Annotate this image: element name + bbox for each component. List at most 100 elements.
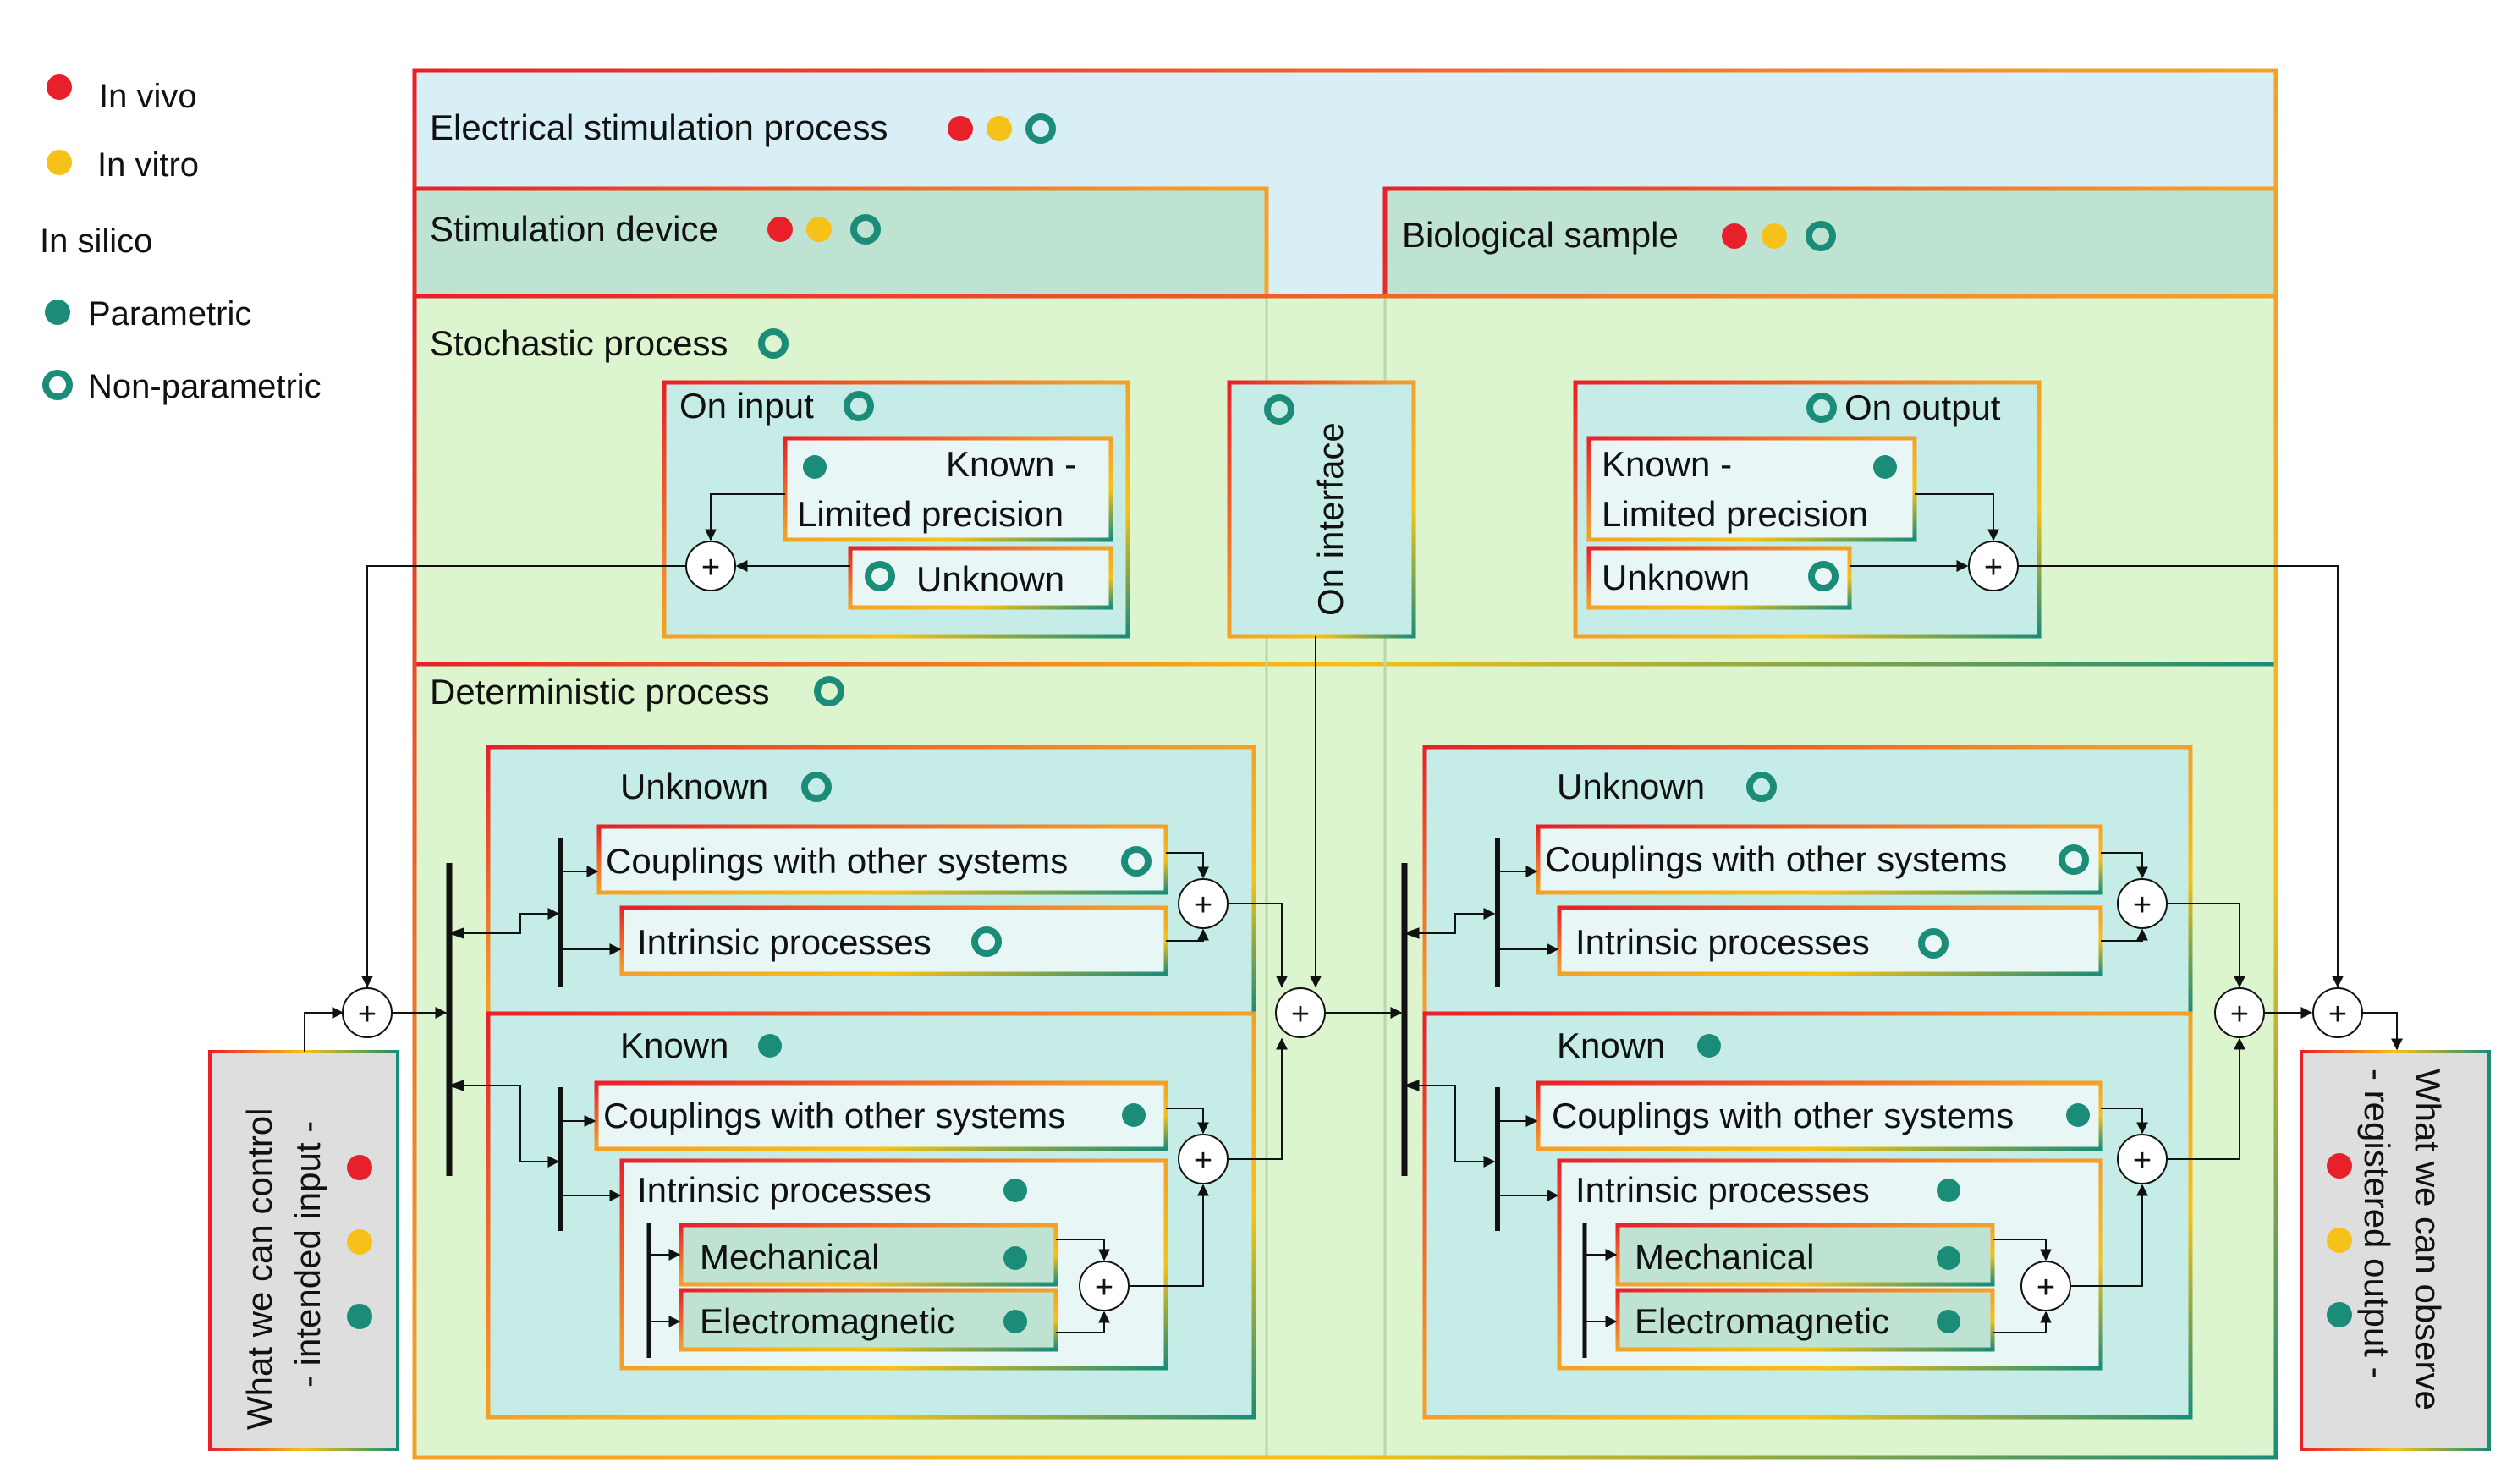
electrical-stimulation-title: Electrical stimulation process [430, 107, 888, 147]
device-known-title: Known [620, 1025, 728, 1065]
teal-dot-icon [1697, 1034, 1721, 1058]
teal-ring-icon [971, 926, 1002, 957]
teal-dot-icon [347, 1304, 372, 1329]
sample-known-title: Known [1557, 1025, 1665, 1065]
stochastic-process-title: Stochastic process [430, 323, 728, 363]
legend-in-silico: In silico [40, 223, 152, 260]
sample-electromagnetic-box [1615, 1288, 1995, 1352]
input-known-line1: Known - [946, 444, 1076, 484]
teal-dot-icon [2066, 1103, 2090, 1127]
non-parametric-ring-icon [42, 370, 73, 400]
yellow-dot-icon [1762, 223, 1787, 249]
teal-ring-icon [844, 391, 874, 421]
red-dot-icon [347, 1155, 372, 1180]
teal-ring-icon [1264, 394, 1294, 425]
in-vitro-dot-icon [47, 150, 72, 175]
device-mechanical-box [679, 1223, 1058, 1287]
sample-known-intrinsic-label: Intrinsic processes [1575, 1170, 1870, 1210]
intended-input-line1: What we can control [239, 1108, 279, 1430]
teal-ring-icon [1746, 772, 1777, 802]
sample-branch-bars [1401, 838, 1618, 1358]
sum-plus: + [2133, 888, 2152, 923]
teal-dot-icon [1122, 1103, 1146, 1127]
stimulation-device-title: Stimulation device [430, 209, 718, 249]
sum-plus: + [701, 550, 720, 585]
sample-unknown-couplings-box [1536, 824, 2103, 895]
sum-plus: + [1194, 1143, 1212, 1179]
teal-ring-icon [1806, 393, 1837, 423]
process-frame [412, 294, 2278, 1460]
sample-electromagnetic-label: Electromagnetic [1635, 1301, 1889, 1341]
teal-ring-icon [758, 328, 789, 359]
sample-mechanical-label: Mechanical [1635, 1237, 1814, 1277]
input-known-box [783, 436, 1113, 542]
sample-unknown-intrinsic-label: Intrinsic processes [1575, 922, 1870, 962]
sample-unknown-title: Unknown [1557, 767, 1705, 806]
teal-ring-icon [1808, 561, 1839, 591]
device-unknown-couplings-label: Couplings with other systems [606, 841, 1068, 881]
on-interface-label: On interface [1311, 422, 1350, 616]
sum-plus: + [1095, 1270, 1113, 1305]
intended-input-line2: - intended input - [288, 1121, 327, 1388]
device-electromagnetic-box [679, 1288, 1058, 1352]
device-branch-bars [446, 838, 681, 1358]
yellow-dot-icon [987, 116, 1012, 141]
teal-dot-icon [803, 455, 827, 479]
sum-plus: + [1194, 888, 1212, 923]
device-unknown-couplings-box [596, 824, 1168, 895]
device-unknown-title: Unknown [620, 767, 768, 806]
teal-ring-icon [1806, 221, 1836, 251]
output-unknown-label: Unknown [1602, 558, 1750, 597]
legend-parametric: Parametric [88, 295, 251, 333]
sum-plus: + [1984, 550, 2003, 585]
teal-ring-icon [865, 561, 895, 591]
biological-sample-title: Biological sample [1402, 215, 1679, 255]
yellow-dot-icon [2327, 1228, 2352, 1253]
legend: In vivo In vitro In silico Parametric No… [40, 74, 322, 405]
device-unknown-intrinsic-box [619, 905, 1168, 976]
sum-plus: + [2037, 1270, 2055, 1305]
output-unknown-box [1586, 546, 1852, 610]
output-known-line2: Limited precision [1602, 494, 1868, 534]
device-known-couplings-label: Couplings with other systems [603, 1096, 1065, 1135]
device-electromagnetic-label: Electromagnetic [700, 1301, 954, 1341]
on-interface-box [1227, 380, 1416, 639]
parametric-dot-icon [45, 300, 70, 325]
sum-plus: + [1291, 997, 1310, 1032]
yellow-dot-icon [806, 217, 832, 242]
teal-ring-icon [1025, 113, 1056, 144]
teal-dot-icon [1937, 1310, 1960, 1333]
teal-dot-icon [1937, 1179, 1960, 1202]
deterministic-process-title: Deterministic process [430, 672, 769, 712]
device-unknown-intrinsic-label: Intrinsic processes [637, 922, 932, 962]
teal-dot-icon [2327, 1302, 2352, 1327]
legend-in-vivo: In vivo [99, 78, 197, 115]
output-known-box [1586, 436, 1917, 542]
output-known-line1: Known - [1602, 444, 1732, 484]
legend-non-parametric: Non-parametric [88, 368, 322, 405]
teal-dot-icon [1003, 1246, 1027, 1270]
teal-ring-icon [850, 214, 881, 245]
teal-ring-icon [1121, 846, 1152, 877]
teal-ring-icon [1918, 928, 1949, 959]
device-known-couplings-box [594, 1080, 1168, 1151]
sample-mechanical-box [1615, 1223, 1995, 1287]
teal-ring-icon [801, 772, 832, 802]
teal-dot-icon [758, 1034, 782, 1058]
sum-plus: + [2133, 1143, 2152, 1179]
sum-plus: + [2230, 997, 2249, 1032]
red-dot-icon [2327, 1153, 2352, 1179]
teal-dot-icon [1003, 1179, 1027, 1202]
input-known-line2: Limited precision [797, 494, 1064, 534]
registered-output-line1: What we can observe [2408, 1069, 2448, 1410]
sum-plus: + [2328, 997, 2347, 1032]
device-mechanical-label: Mechanical [700, 1237, 879, 1277]
yellow-dot-icon [347, 1229, 372, 1255]
sum-plus: + [358, 997, 377, 1032]
legend-in-vitro: In vitro [97, 146, 199, 184]
in-vivo-dot-icon [47, 74, 72, 100]
teal-ring-icon [2059, 844, 2089, 875]
teal-dot-icon [1003, 1310, 1027, 1333]
sample-known-couplings-box [1536, 1080, 2103, 1151]
